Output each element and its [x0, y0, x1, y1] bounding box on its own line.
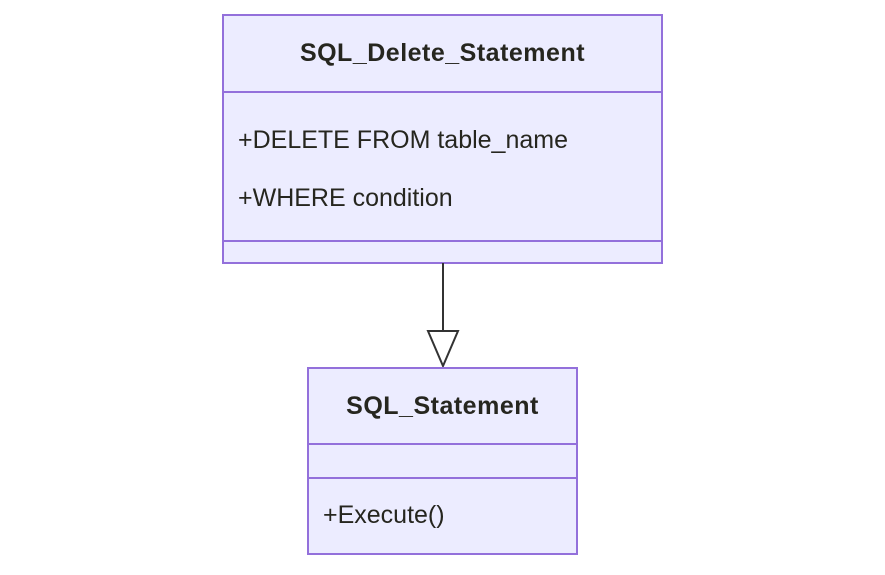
- class-title-sql-delete-statement: SQL_Delete_Statement: [299, 39, 586, 67]
- class-methods-compartment-empty: [224, 240, 661, 262]
- class-member-delete-from: +DELETE FROM table_name: [238, 125, 568, 154]
- class-method-execute: +Execute(): [323, 500, 445, 529]
- class-box-sql-statement: SQL_Statement +Execute(): [307, 367, 578, 555]
- class-member-where: +WHERE condition: [238, 183, 453, 212]
- inheritance-arrow: [426, 263, 460, 368]
- inheritance-arrow-hollow-triangle-icon: [426, 330, 460, 368]
- class-methods-compartment: +Execute(): [309, 477, 576, 553]
- class-box-sql-delete-statement: SQL_Delete_Statement +DELETE FROM table_…: [222, 14, 663, 264]
- class-members-compartment: +DELETE FROM table_name +WHERE condition: [224, 91, 661, 240]
- class-title-sql-statement: SQL_Statement: [346, 391, 539, 420]
- class-members-compartment-empty: [309, 443, 576, 477]
